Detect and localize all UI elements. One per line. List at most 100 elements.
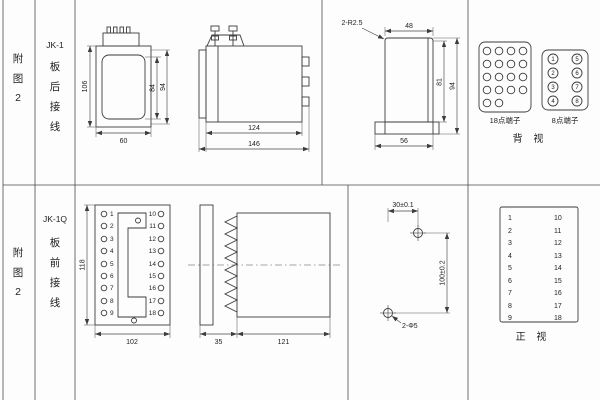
wiring-char: 线 <box>50 120 61 133</box>
dim-top-width: 48 <box>405 23 413 30</box>
terminal-number: 2 <box>110 223 114 230</box>
rear-terminal-panel: 1 5 2 6 3 7 4 8 18点端子 8点端子 背 视 <box>478 41 589 145</box>
terminal-number: 11 <box>149 223 156 230</box>
terminal-number: 18 <box>149 310 157 317</box>
wiring-char: 前 <box>50 256 61 269</box>
terminal-number: 18 <box>554 315 562 322</box>
figure-label-bottom: 附 图 2 <box>13 246 24 298</box>
figure-char: 附 <box>13 246 24 259</box>
model-name: JK-1 <box>46 40 64 50</box>
terminal-number: 6 <box>575 71 579 77</box>
view-label-rear: 背 视 <box>513 132 548 145</box>
terminal-holes-8: 1 5 2 6 3 7 4 8 <box>547 53 583 107</box>
terminal-number: 9 <box>508 315 512 322</box>
drilling-plan: 30±0.1 100±0.2 2-Φ5 <box>380 202 450 330</box>
terminal-number: 11 <box>554 228 561 235</box>
mounting-flange <box>374 121 440 135</box>
figure-label-top: 附 图 2 <box>13 52 24 104</box>
dim-mid: 94 <box>160 83 167 91</box>
terminal-number: 4 <box>110 248 114 255</box>
figure-char: 图 <box>13 73 24 85</box>
dim-height: 106 <box>82 81 89 93</box>
terminal-sawtooth <box>223 215 239 313</box>
dim-total-depth: 146 <box>248 141 260 148</box>
figure-char: 2 <box>15 92 21 104</box>
terminal-number: 17 <box>149 298 157 305</box>
terminal-number: 9 <box>110 310 114 317</box>
connector-block <box>102 32 140 47</box>
terminal-block-8 <box>541 49 589 111</box>
terminal-holes-18 <box>482 46 528 108</box>
label-8-point: 8点端子 <box>552 115 579 125</box>
terminal-number: 14 <box>149 261 157 268</box>
radius-note: 2-R2.5 <box>341 20 362 27</box>
front-wiring-front-view: 1 2 3 4 5 6 7 8 9 10 11 12 13 14 15 16 1… <box>80 204 171 346</box>
wiring-char: 线 <box>50 296 61 309</box>
terminal-number: 7 <box>508 290 512 297</box>
wiring-char: 接 <box>50 100 61 113</box>
terminal-number: 7 <box>575 85 579 91</box>
view-label-front: 正 视 <box>516 330 551 343</box>
terminal-number: 15 <box>554 278 562 285</box>
terminal-number: 3 <box>508 240 512 247</box>
terminal-number: 5 <box>508 265 512 272</box>
dim-h1: 81 <box>437 78 444 86</box>
terminal-number: 7 <box>110 285 114 292</box>
terminal-number: 4 <box>508 253 512 260</box>
front-flange <box>198 49 207 119</box>
dim-inner: 84 <box>150 84 157 92</box>
figure-char: 2 <box>15 286 21 298</box>
figure-char: 附 <box>13 52 24 65</box>
terminal-number: 8 <box>575 99 579 105</box>
mounting-hole <box>131 317 137 324</box>
right-terminal-column: 10 11 12 13 14 15 16 17 18 <box>149 210 165 317</box>
terminal-number: 15 <box>149 273 157 280</box>
terminal-number: 4 <box>551 99 555 105</box>
mounting-hole <box>135 217 141 224</box>
terminal-number: 10 <box>149 211 157 218</box>
profile-body <box>384 37 434 123</box>
terminal-number: 3 <box>110 236 114 243</box>
dim-h2: 94 <box>450 82 457 90</box>
front-wiring-side-view: 35 121 <box>188 204 342 346</box>
model-label-top: JK-1 板 后 接 线 <box>46 40 64 133</box>
terminal-table-right-column: 10 11 12 13 14 15 16 17 18 <box>554 215 562 322</box>
terminal-number: 1 <box>551 57 555 63</box>
dim-height: 118 <box>80 259 87 270</box>
terminal-number: 10 <box>554 215 562 222</box>
model-name: JK-1Q <box>43 214 67 224</box>
terminal-number: 2 <box>551 71 555 77</box>
case-outline <box>94 204 171 326</box>
terminal-number: 12 <box>149 236 157 243</box>
rear-wiring-profile-view: 2-R2.5 48 81 94 56 <box>341 20 460 150</box>
dim-body-depth: 124 <box>248 125 260 132</box>
terminal-number: 8 <box>110 298 114 305</box>
front-terminal-table: 1 2 3 4 5 6 7 8 9 10 11 12 13 14 15 16 1… <box>499 206 579 343</box>
case-body <box>205 45 303 123</box>
rear-wiring-side-view: 124 146 <box>198 25 310 152</box>
terminal-number: 12 <box>554 240 562 247</box>
terminal-number: 14 <box>554 265 562 272</box>
inner-bracket <box>117 212 147 318</box>
terminal-number: 6 <box>110 273 114 280</box>
terminal-number: 16 <box>149 285 157 292</box>
terminal-number: 8 <box>508 303 512 310</box>
dim-width: 102 <box>126 339 138 346</box>
hole-note: 2-Φ5 <box>402 323 418 330</box>
terminal-block-18 <box>478 41 532 113</box>
left-terminal-column: 1 2 3 4 5 6 7 8 9 <box>100 210 114 317</box>
terminal-number: 3 <box>551 85 555 91</box>
terminal-number: 16 <box>554 290 562 297</box>
label-18-point: 18点端子 <box>490 115 521 125</box>
cover-outline <box>101 54 146 120</box>
case-outline <box>95 45 152 128</box>
model-label-bottom: JK-1Q 板 前 接 线 <box>43 214 67 309</box>
wiring-char: 接 <box>50 276 61 289</box>
wiring-char: 板 <box>50 236 61 249</box>
terminal-number: 1 <box>110 211 114 218</box>
terminal-cover <box>206 34 245 47</box>
wiring-char: 后 <box>50 81 61 93</box>
